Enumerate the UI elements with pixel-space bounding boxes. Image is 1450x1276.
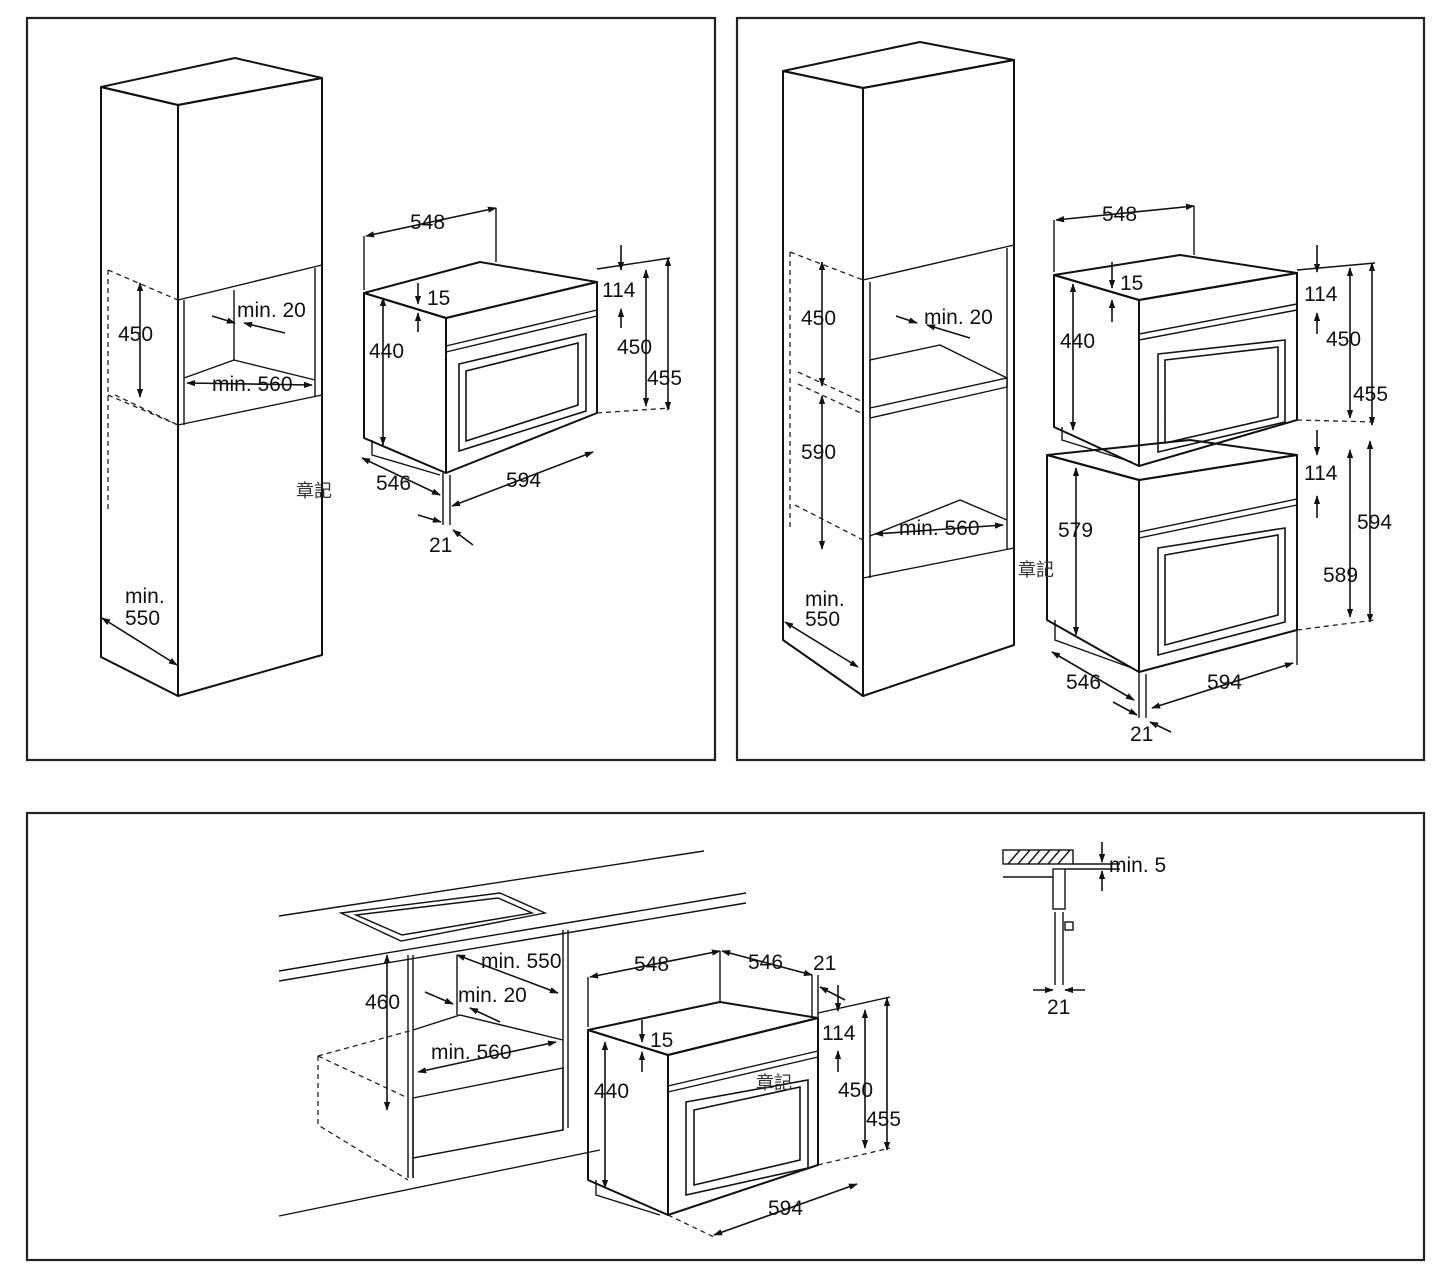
label-panel-height-top: 114 <box>1304 283 1338 306</box>
oven-single-top-left <box>363 261 598 476</box>
label-cabinet-depth-line1: min. <box>125 585 165 608</box>
label-oven-width: 548 <box>634 953 669 976</box>
label-niche-upper: 450 <box>801 307 836 330</box>
kitchen-counter <box>278 850 747 1217</box>
label-top-gap: 15 <box>427 287 450 310</box>
label-body-height-lower: 589 <box>1323 564 1358 587</box>
stamp-mark: 章記 <box>296 481 332 502</box>
oven-bottom <box>587 1001 819 1216</box>
label-top-gap: 15 <box>650 1029 673 1052</box>
label-niche-height: 460 <box>365 991 400 1014</box>
oven-upper-top-right <box>1053 254 1298 467</box>
label-panel-height: 114 <box>602 279 636 302</box>
label-niche-width: min. 560 <box>899 517 980 540</box>
label-width: 594 <box>1207 671 1242 694</box>
label-front-height: 440 <box>369 340 404 363</box>
label-front-height: 440 <box>1060 330 1095 353</box>
label-front-depth: 21 <box>429 534 452 557</box>
label-depth: 546 <box>748 951 783 974</box>
label-detail-gap: min. 5 <box>1109 854 1166 877</box>
label-total-height: 455 <box>647 367 682 390</box>
label-oven-width: 548 <box>410 211 445 234</box>
label-niche-height: 450 <box>118 323 153 346</box>
label-cabinet-depth-line1: min. <box>805 588 845 611</box>
label-body-height: 450 <box>838 1079 873 1102</box>
label-front-height: 440 <box>594 1080 629 1103</box>
label-front-height-lower: 579 <box>1058 519 1093 542</box>
tall-cabinet-single <box>100 57 323 697</box>
label-depth: 546 <box>1066 671 1101 694</box>
label-vent-gap: min. 20 <box>237 299 306 322</box>
oven-lower-top-right <box>1046 439 1298 673</box>
stamp-mark: 章記 <box>1018 560 1054 581</box>
label-cabinet-depth-line2: 550 <box>125 607 160 630</box>
label-panel-height-lower: 114 <box>1304 462 1338 485</box>
label-total-height: 455 <box>866 1108 901 1131</box>
label-front-depth: 21 <box>1130 723 1153 746</box>
panel-frame-bottom <box>25 811 1426 1262</box>
label-niche-lower: 590 <box>801 441 836 464</box>
detail-section <box>1002 849 1120 985</box>
label-vent-gap: min. 20 <box>924 306 993 329</box>
label-detail-thickness: 21 <box>1047 996 1070 1019</box>
label-body-height: 450 <box>617 336 652 359</box>
label-niche-width: min. 560 <box>212 373 293 396</box>
label-width: 594 <box>506 469 541 492</box>
label-width: 594 <box>768 1197 803 1220</box>
label-cabinet-depth: min. 550 <box>805 588 851 631</box>
label-top-gap: 15 <box>1120 272 1143 295</box>
label-vent-gap: min. 20 <box>458 984 527 1007</box>
label-total-height-top: 455 <box>1353 383 1388 406</box>
panel-frame-top-left <box>25 16 717 762</box>
panel-frame-top-right <box>735 16 1426 762</box>
tall-cabinet-double <box>782 41 1015 697</box>
label-total-height-lower: 594 <box>1357 511 1392 534</box>
stamp-mark: 章記 <box>756 1073 792 1094</box>
label-cabinet-depth: min. 550 <box>481 950 562 973</box>
label-front-depth: 21 <box>813 952 836 975</box>
label-panel-height: 114 <box>822 1022 856 1045</box>
label-oven-width: 548 <box>1102 203 1137 226</box>
label-cabinet-depth-line2: 550 <box>805 608 840 631</box>
label-cabinet-depth: min. 550 <box>125 585 171 630</box>
label-niche-width: min. 560 <box>431 1041 512 1064</box>
label-depth: 546 <box>376 472 411 495</box>
label-body-height: 450 <box>1326 328 1361 351</box>
